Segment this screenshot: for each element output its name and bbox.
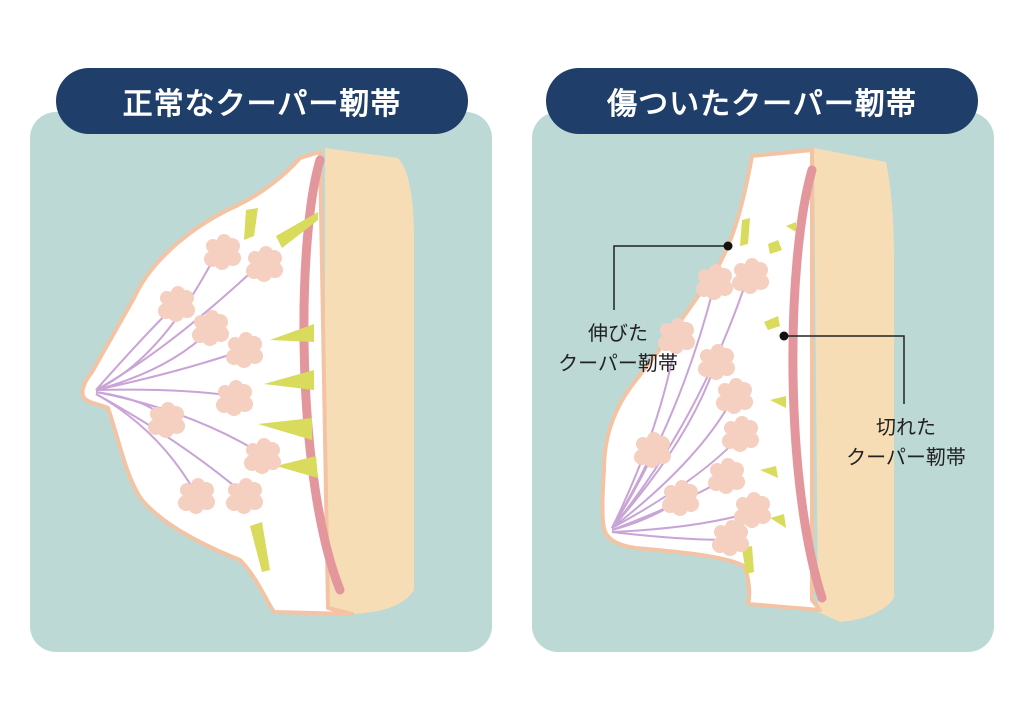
damaged-ligament-title: 傷ついたクーパー靭帯 [546, 68, 978, 134]
damaged-breast [600, 148, 894, 622]
ligaments [216, 208, 318, 572]
normal-ligament-title: 正常なクーパー靭帯 [56, 68, 468, 134]
pectoral-muscle [788, 165, 827, 603]
ligaments [740, 218, 796, 574]
stretched-leader-line [613, 245, 728, 310]
callout-leaders [613, 245, 905, 404]
chest-wall [325, 148, 414, 614]
torn-leader-dot [779, 331, 789, 341]
breast-tissue [80, 150, 354, 616]
breast-tissue [600, 148, 822, 612]
stretched-ligament-label: 伸びた クーパー靭帯 [538, 318, 698, 378]
torn-label-line1: 切れた [876, 415, 936, 439]
milk-ducts [95, 257, 263, 495]
normal-breast [80, 148, 414, 616]
torn-ligament-label: 切れた クーパー靭帯 [826, 412, 986, 472]
stretched-leader-dot [723, 241, 733, 251]
pectoral-muscle [299, 155, 345, 595]
torn-label-line2: クーパー靭帯 [846, 445, 966, 469]
chest-wall [814, 148, 894, 622]
stretched-label-line1: 伸びた [588, 321, 648, 345]
torn-leader-line [784, 335, 905, 404]
stretched-label-line2: クーパー靭帯 [558, 351, 678, 375]
